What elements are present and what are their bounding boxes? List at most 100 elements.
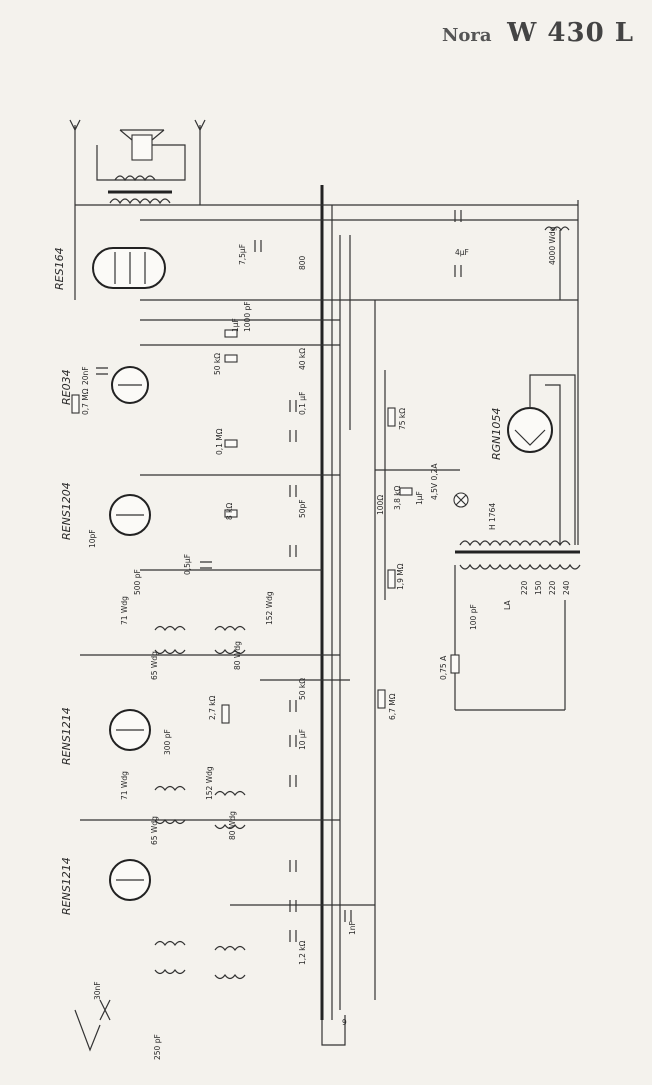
capacitor xyxy=(289,545,297,557)
title-model: W 430 L xyxy=(507,18,634,48)
resistor xyxy=(221,704,230,724)
output-transformer-primary xyxy=(114,175,156,182)
label-c-01: 0,1 μF xyxy=(298,392,307,415)
electrolytic-capacitor xyxy=(454,265,462,277)
capacitor xyxy=(344,910,352,922)
label-c-300: 300 pF xyxy=(163,729,172,755)
capacitor xyxy=(289,775,297,787)
label-r-8: 8 kΩ xyxy=(225,503,234,520)
label-c-4uf: 4μF xyxy=(455,248,469,257)
speaker-wire xyxy=(96,144,186,181)
label-t5: 71 Wdg xyxy=(120,771,129,800)
label-c-1uf-b: 1μF xyxy=(415,491,424,505)
label-v220b: 220 xyxy=(548,580,557,595)
tube-label-res164: RES164 xyxy=(53,247,66,290)
antenna-icon xyxy=(74,1009,101,1052)
coil-9 xyxy=(154,940,186,947)
coil-8 xyxy=(214,823,246,830)
label-fuse: 0,75 A xyxy=(439,655,448,680)
resistor xyxy=(387,407,396,427)
label-r-50k: 50 kΩ xyxy=(213,353,222,375)
label-c-75uf: 7,5μF xyxy=(238,244,247,265)
label-c-500: 500 pF xyxy=(133,569,142,595)
tube-label-rens1214-a: RENS1214 xyxy=(60,707,73,765)
title-brand: Nora xyxy=(441,25,492,46)
label-v150: 150 xyxy=(534,580,543,595)
label-r-75k: 75 kΩ xyxy=(398,408,407,430)
label-c-100: 100 pF xyxy=(469,604,478,630)
label-c-9: 9 xyxy=(342,1018,347,1027)
rectifier-anode xyxy=(514,429,546,446)
capacitor xyxy=(96,367,108,375)
coil-3 xyxy=(154,648,186,655)
rectifier-wire-2 xyxy=(545,384,561,545)
label-c-800: 800 xyxy=(298,255,307,270)
capacitor xyxy=(289,485,297,497)
label-t6: 152 Wdg xyxy=(205,766,214,800)
coil-2 xyxy=(214,625,246,632)
resistor xyxy=(224,329,238,338)
coil-1 xyxy=(154,625,186,632)
label-r-40k: 40 kΩ xyxy=(298,348,307,370)
resistor xyxy=(224,439,238,448)
title: Nora W 430 L xyxy=(442,18,634,48)
capacitor xyxy=(289,930,297,942)
label-r-01m: 0,1 MΩ xyxy=(215,428,224,455)
electrolytic-capacitor xyxy=(454,210,462,222)
coil-6 xyxy=(214,790,246,797)
capacitor xyxy=(289,900,297,912)
coil-5 xyxy=(154,785,186,792)
label-c-1uf: 1μF xyxy=(231,318,240,332)
label-t8: 80 Wdg xyxy=(228,811,237,840)
label-lamp: 4,5V 0,2A xyxy=(430,463,439,500)
rectifier-wire xyxy=(529,374,576,545)
lamp-cross-icon xyxy=(455,494,467,506)
label-v220: 220 xyxy=(520,580,529,595)
label-c-20nf: 20nF xyxy=(81,366,90,385)
label-r-38k: 3,8 kΩ xyxy=(393,485,402,510)
capacitor xyxy=(254,240,262,252)
resistor xyxy=(377,689,386,709)
resistor xyxy=(387,569,396,589)
label-r-19m: 1,9 MΩ xyxy=(396,563,405,590)
ground-wire xyxy=(321,1015,346,1046)
fuse xyxy=(450,654,460,674)
label-t4: 80 Wdg xyxy=(233,641,242,670)
terminal-icon-2 xyxy=(194,119,206,132)
terminal-icon xyxy=(69,119,81,132)
antenna-switch-icon xyxy=(99,999,111,1021)
capacitor xyxy=(289,860,297,872)
tube-res164 xyxy=(92,247,166,289)
loudspeaker-icon xyxy=(131,134,153,161)
label-r-12: 1,2 kΩ xyxy=(298,940,307,965)
output-transformer-secondary xyxy=(109,198,171,205)
label-c-10: 10 μF xyxy=(298,729,307,750)
label-r-100: 100Ω xyxy=(376,495,385,515)
label-c-1000: 1000 pF xyxy=(243,301,252,332)
label-c-05: 0,5μF xyxy=(183,554,192,575)
capacitor xyxy=(289,400,297,412)
loudspeaker-cone-icon xyxy=(119,129,165,141)
coil-12 xyxy=(214,973,246,980)
label-r-67m: 6,7 MΩ xyxy=(388,693,397,720)
label-c-50k: 50 kΩ xyxy=(298,678,307,700)
choke-coil xyxy=(544,226,570,232)
label-r-07m: 0,7 MΩ xyxy=(81,388,90,415)
label-h: H 1764 xyxy=(488,503,497,530)
resistor xyxy=(224,354,238,363)
label-v240: 240 xyxy=(562,580,571,595)
coil-10 xyxy=(214,945,246,952)
label-r-27: 2,7 kΩ xyxy=(208,695,217,720)
label-c-50pf: 50pF xyxy=(298,499,307,518)
label-c-1nf: 1nF xyxy=(348,921,357,935)
tube-label-rens1204: RENS1204 xyxy=(60,482,73,540)
power-transformer-secondary xyxy=(459,563,581,570)
tube-label-re034: RE034 xyxy=(60,369,73,405)
label-c-250: 250 pF xyxy=(153,1034,162,1060)
label-c-10pf: 10pF xyxy=(88,529,97,548)
coil-4 xyxy=(214,648,246,655)
label-r-4000wdg: 4000 Wdg xyxy=(548,226,557,265)
coil-7 xyxy=(154,818,186,825)
